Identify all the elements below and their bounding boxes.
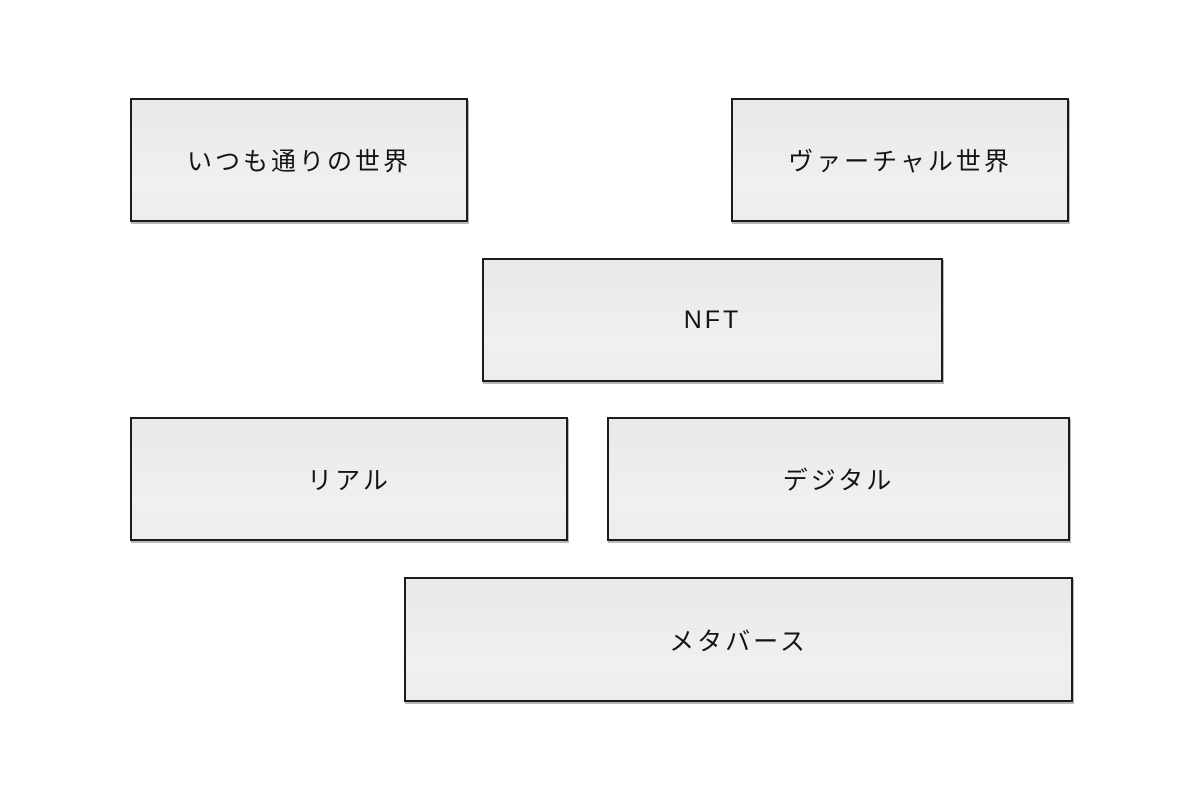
- box-virtual-world: ヴァーチャル世界: [731, 98, 1069, 222]
- box-digital: デジタル: [607, 417, 1070, 541]
- box-ordinary-world: いつも通りの世界: [130, 98, 468, 222]
- box-real-label: リアル: [307, 467, 391, 495]
- box-metaverse-label: メタバース: [669, 627, 808, 656]
- box-digital-label: デジタル: [782, 467, 895, 495]
- box-nft-label: NFT: [683, 305, 742, 334]
- box-metaverse: メタバース: [404, 577, 1073, 702]
- box-ordinary-world-label: いつも通りの世界: [186, 148, 411, 176]
- box-real: リアル: [130, 417, 568, 541]
- box-nft: NFT: [482, 258, 943, 382]
- box-virtual-world-label: ヴァーチャル世界: [788, 148, 1012, 176]
